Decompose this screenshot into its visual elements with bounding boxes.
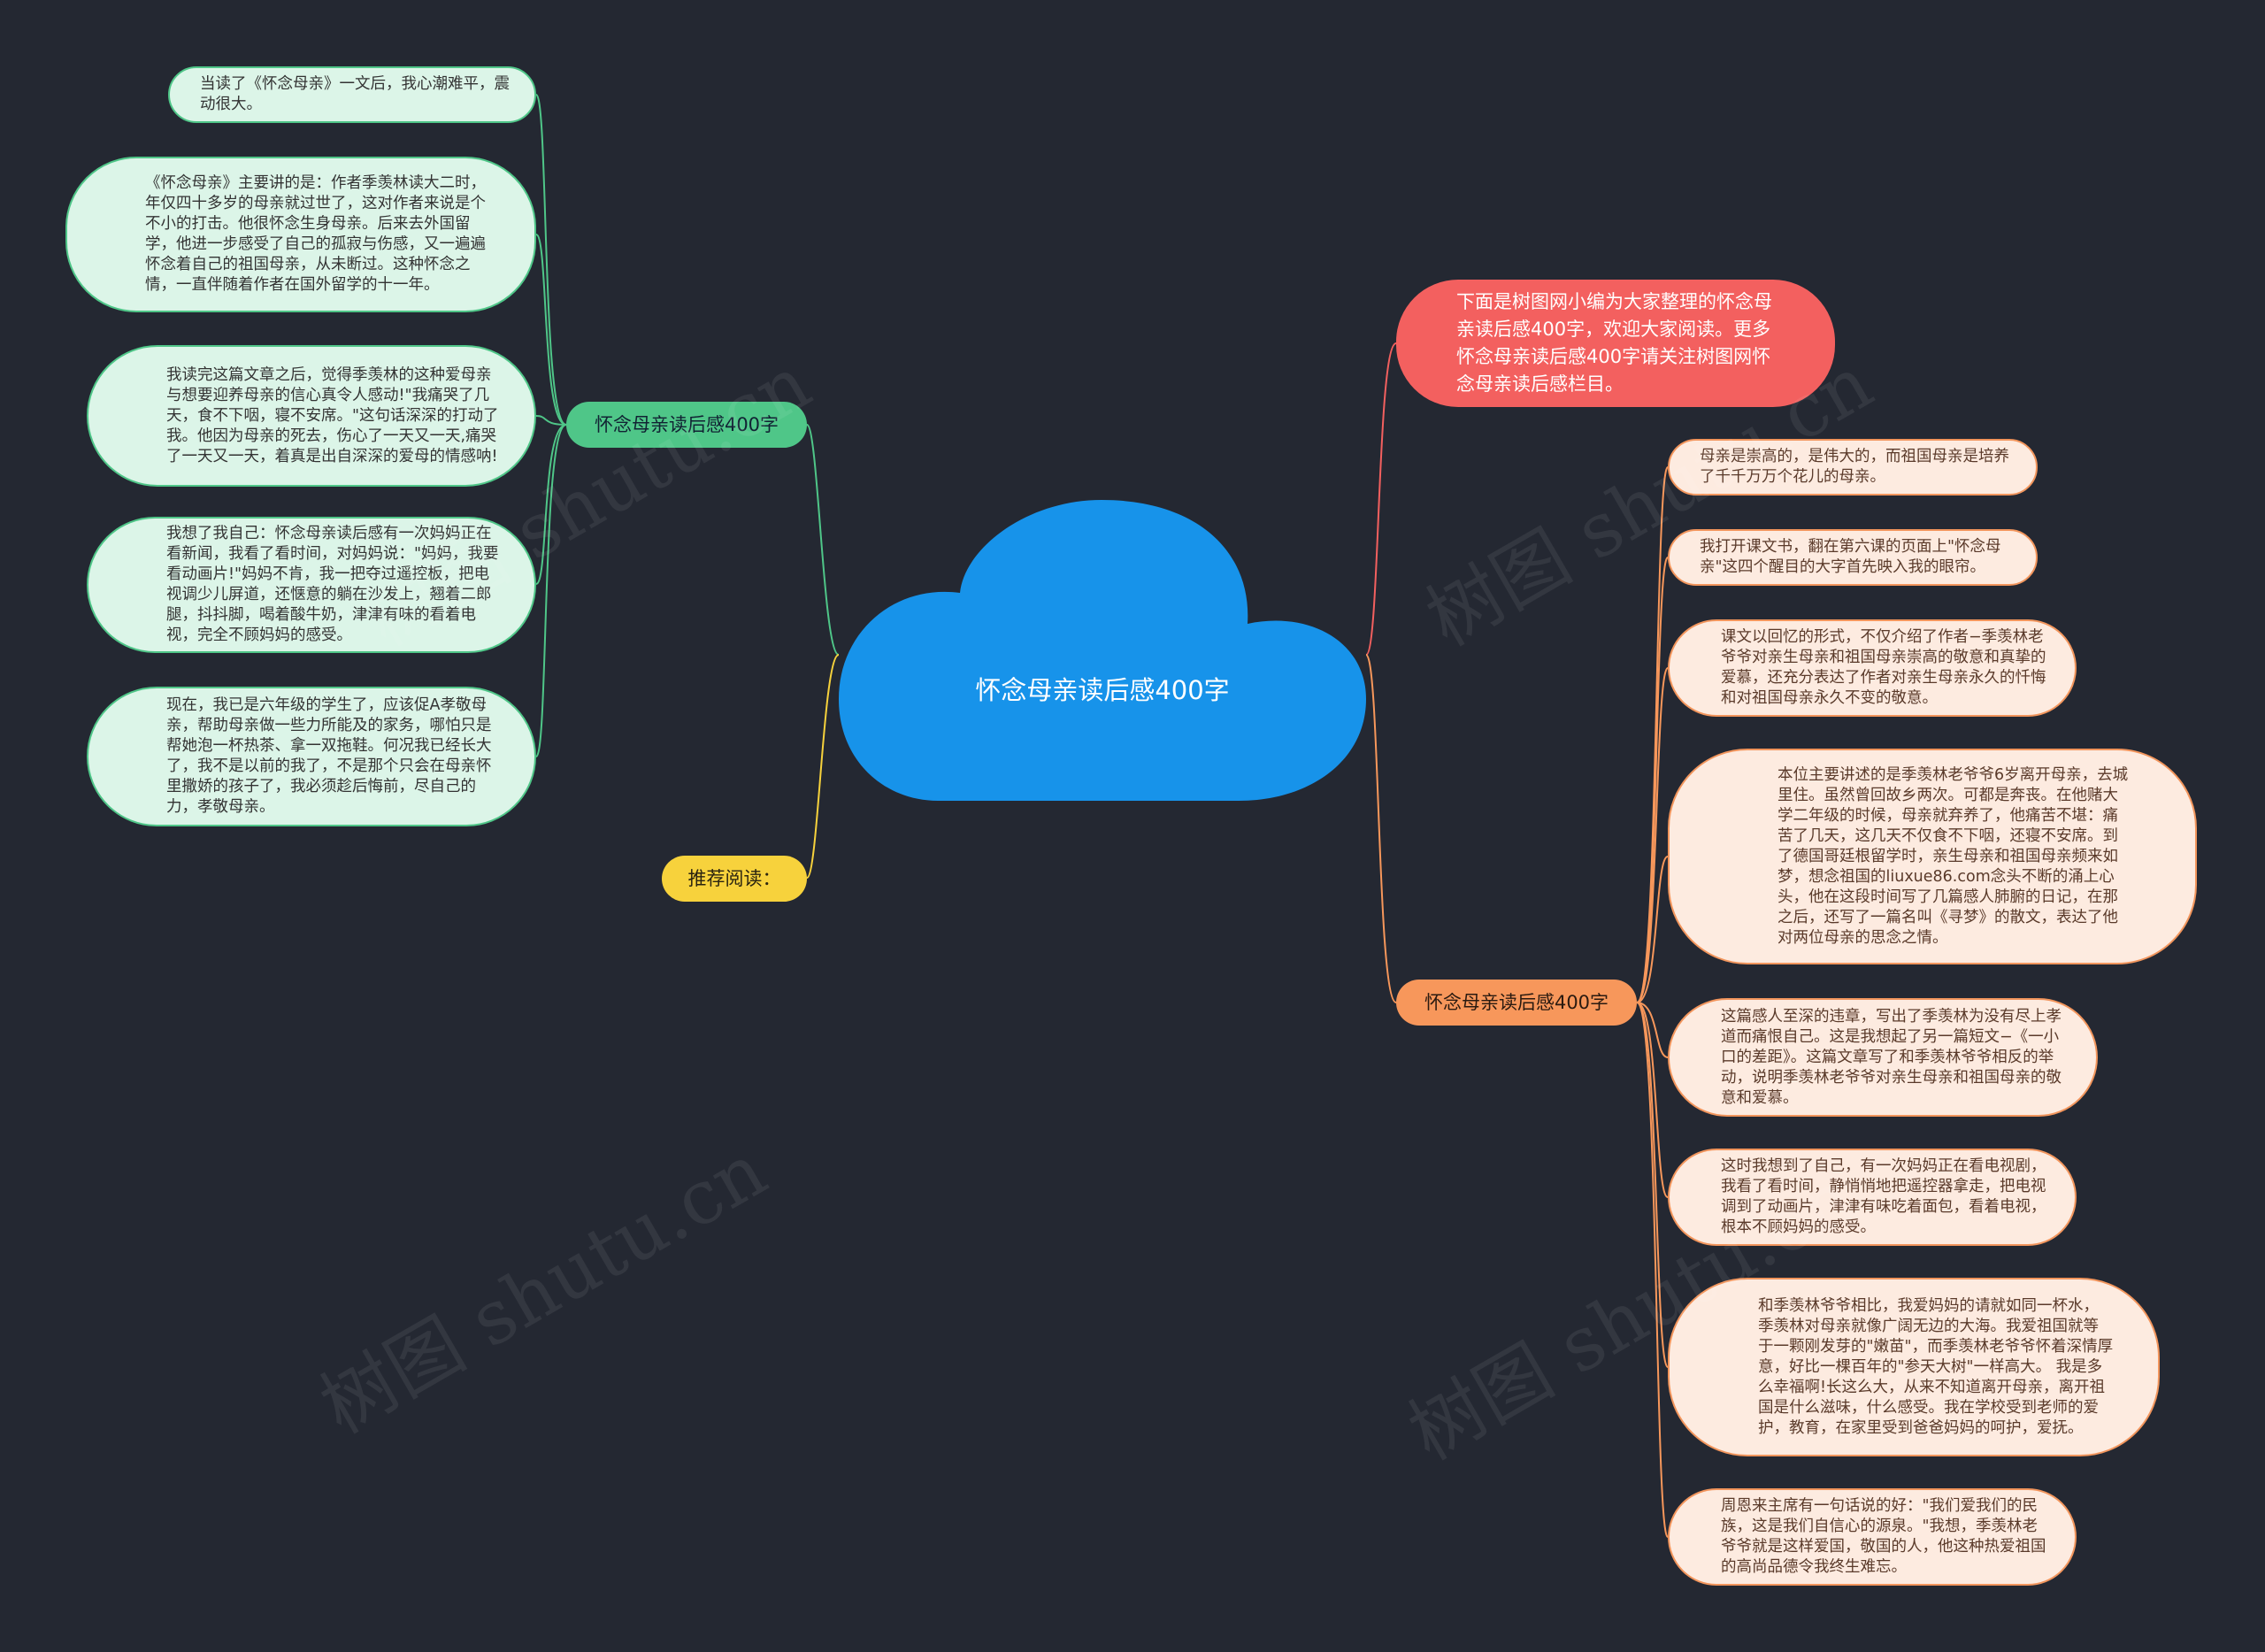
right-leaf-5-text: 这篇感人至深的违章，写出了季羡林为没有尽上孝道而痛恨自己。这是我想起了另一篇短文… [1721, 1007, 2062, 1107]
link-right-leaf-5 [1636, 1002, 1669, 1058]
right-leaf-8[interactable]: 周恩来主席有一句话说的好："我们爱我们的民族，这是我们自信心的源泉。"我想，季羡… [1668, 1488, 2077, 1586]
link-right-leaf-8 [1636, 1002, 1669, 1538]
link-left-leaf-4 [535, 424, 567, 585]
branch-recommend-label: 推荐阅读： [687, 867, 781, 889]
link-right-leaf-6 [1636, 1002, 1669, 1198]
link-center-recommend [806, 654, 840, 879]
center-cloud-shape [839, 500, 1366, 801]
branch-right-topic[interactable]: 怀念母亲读后感400字 [1396, 980, 1637, 1026]
right-leaf-2-text: 我打开课文书，翻在第六课的页面上"怀念母亲"这四个醒目的大字首先映入我的眼帘。 [1700, 538, 2001, 576]
right-leaf-7[interactable]: 和季羡林爷爷相比，我爱妈妈的请就如同一杯水，季羡林对母亲就像广阔无边的大海。我爱… [1668, 1278, 2160, 1456]
right-leaf-1[interactable]: 母亲是崇高的，是伟大的，而祖国母亲是培养了千千万万个花儿的母亲。 [1668, 439, 2038, 496]
right-leaf-3[interactable]: 课文以回忆的形式，不仅介绍了作者−季羡林老爷爷对亲生母亲和祖国母亲崇高的敬意和真… [1668, 619, 2077, 717]
left-leaf-3-text: 我读完这篇文章之后，觉得季羡林的这种爱母亲与想要迎养母亲的信心真令人感动!"我痛… [166, 365, 499, 465]
branch-intro-text: 下面是树图网小编为大家整理的怀念母亲读后感400字，欢迎大家阅读。更多怀念母亲读… [1456, 291, 1772, 395]
link-right-leaf-7 [1636, 1002, 1669, 1368]
link-center-left [806, 424, 840, 656]
left-leaf-1[interactable]: 当读了《怀念母亲》一文后，我心潮难平，震动很大。 [168, 66, 536, 123]
branch-intro[interactable]: 下面是树图网小编为大家整理的怀念母亲读后感400字，欢迎大家阅读。更多怀念母亲读… [1396, 280, 1835, 407]
link-left-leaf-1 [535, 94, 567, 426]
right-leaf-7-text: 和季羡林爷爷相比，我爱妈妈的请就如同一杯水，季羡林对母亲就像广阔无边的大海。我爱… [1758, 1296, 2114, 1437]
link-right-leaf-2 [1636, 557, 1669, 1003]
left-leaf-4-text: 我想了我自己：怀念母亲读后感有一次妈妈正在看新闻，我看了看时间，对妈妈说："妈妈… [166, 525, 499, 644]
link-right-leaf-1 [1636, 466, 1669, 1003]
link-left-leaf-3 [535, 415, 567, 426]
right-leaf-4-text: 本位主要讲述的是季羡林老爷爷6岁离开母亲，去城里住。虽然曾回故乡两次。可都是奔丧… [1777, 765, 2129, 947]
right-leaf-1-text: 母亲是崇高的，是伟大的，而祖国母亲是培养了千千万万个花儿的母亲。 [1700, 448, 2009, 486]
link-left-leaf-5 [535, 424, 567, 757]
link-right-leaf-4 [1636, 856, 1669, 1003]
link-left-leaf-2 [535, 234, 567, 426]
right-leaf-2[interactable]: 我打开课文书，翻在第六课的页面上"怀念母亲"这四个醒目的大字首先映入我的眼帘。 [1668, 529, 2038, 586]
branch-left-topic[interactable]: 怀念母亲读后感400字 [566, 402, 807, 448]
left-leaf-2-text: 《怀念母亲》主要讲的是：作者季羡林读大二时，年仅四十多岁的母亲就过世了，这对作者… [145, 174, 486, 294]
link-right-leaf-3 [1636, 667, 1669, 1003]
left-leaf-5-text: 现在，我已是六年级的学生了，应该促A孝敬母亲，帮助母亲做一些力所能及的家务，哪怕… [166, 696, 492, 816]
right-leaf-6-text: 这时我想到了自己，有一次妈妈正在看电视剧，我看了看时间，静悄悄地把遥控器拿走，把… [1721, 1157, 2046, 1236]
right-leaf-6[interactable]: 这时我想到了自己，有一次妈妈正在看电视剧，我看了看时间，静悄悄地把遥控器拿走，把… [1668, 1149, 2077, 1246]
left-leaf-2[interactable]: 《怀念母亲》主要讲的是：作者季羡林读大二时，年仅四十多岁的母亲就过世了，这对作者… [65, 157, 536, 312]
left-leaf-3[interactable]: 我读完这篇文章之后，觉得季羡林的这种爱母亲与想要迎养母亲的信心真令人感动!"我痛… [87, 345, 536, 487]
right-leaf-4[interactable]: 本位主要讲述的是季羡林老爷爷6岁离开母亲，去城里住。虽然曾回故乡两次。可都是奔丧… [1668, 749, 2197, 964]
center-topic[interactable]: 怀念母亲读后感400字 [975, 675, 1230, 705]
right-leaf-3-text: 课文以回忆的形式，不仅介绍了作者−季羡林老爷爷对亲生母亲和祖国母亲崇高的敬意和真… [1721, 628, 2046, 707]
right-leaf-5[interactable]: 这篇感人至深的违章，写出了季羡林为没有尽上孝道而痛恨自己。这是我想起了另一篇短文… [1668, 998, 2098, 1117]
link-center-right [1365, 654, 1397, 1003]
branch-left-label: 怀念母亲读后感400字 [594, 413, 779, 435]
right-leaf-8-text: 周恩来主席有一句话说的好："我们爱我们的民族，这是我们自信心的源泉。"我想，季羡… [1721, 1497, 2046, 1576]
left-leaf-1-text: 当读了《怀念母亲》一文后，我心潮难平，震动很大。 [200, 75, 510, 113]
left-leaf-4[interactable]: 我想了我自己：怀念母亲读后感有一次妈妈正在看新闻，我看了看时间，对妈妈说："妈妈… [87, 517, 536, 653]
link-center-intro [1365, 342, 1397, 656]
left-leaf-5[interactable]: 现在，我已是六年级的学生了，应该促A孝敬母亲，帮助母亲做一些力所能及的家务，哪怕… [87, 687, 536, 826]
branch-recommend[interactable]: 推荐阅读： [662, 856, 807, 902]
branch-right-label: 怀念母亲读后感400字 [1424, 991, 1609, 1013]
